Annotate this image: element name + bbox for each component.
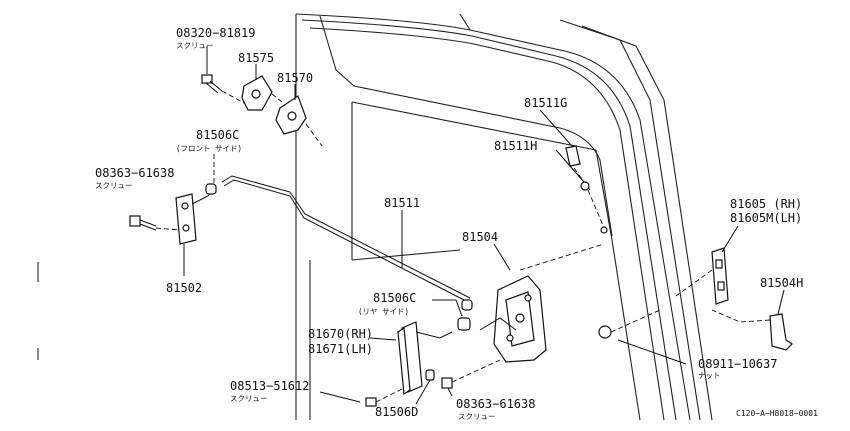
label-08363-bottom: 08363−61638 <box>456 397 535 411</box>
label-08363-top: 08363−61638 <box>95 166 174 180</box>
part-81575 <box>241 75 283 111</box>
label-08911: 08911−10637 <box>698 357 777 371</box>
label-08363-bottom-sub: スクリュー <box>458 412 496 421</box>
label-81605-rh: 81605 (RH) <box>730 197 802 211</box>
door-latch-81504 <box>479 243 605 363</box>
label-08320-sub: スクリュー <box>176 41 214 50</box>
label-08911-sub: ナット <box>698 371 721 380</box>
label-08363-top-sub: スクリュー <box>95 181 133 190</box>
label-81575: 81575 <box>238 51 274 65</box>
label-81670: 81670(RH) <box>308 327 373 341</box>
clip-81506c-front <box>205 154 217 195</box>
part-81570 <box>275 95 323 147</box>
part-81504h <box>711 309 793 351</box>
control-rod-81511 <box>221 175 471 303</box>
diagram-code: C120−A−H8018−0001 <box>736 409 818 418</box>
label-81506c-rear: 81506C <box>373 291 416 305</box>
label-81504: 81504 <box>462 230 498 244</box>
part-81511g <box>565 145 591 191</box>
nut-08911 <box>598 309 661 339</box>
door-panel-outline <box>295 13 713 421</box>
label-81504h: 81504H <box>760 276 803 290</box>
outside-handle-81605 <box>675 247 729 305</box>
label-81506d: 81506D <box>375 405 418 419</box>
screw-08363-bottom <box>441 359 501 389</box>
label-81506c-rear-sub: (リヤ サイド) <box>358 307 409 316</box>
label-81506c-front-sub: (フロント サイド) <box>176 144 242 153</box>
label-08513-sub: スクリュー <box>230 394 268 403</box>
label-81511: 81511 <box>384 196 420 210</box>
label-81671: 81671(LH) <box>308 342 373 356</box>
label-81605m-lh: 81605M(LH) <box>730 211 802 225</box>
label-81511h: 81511H <box>494 139 537 153</box>
part-81511h <box>580 181 608 234</box>
screw-08363-top <box>129 215 181 231</box>
label-81506c-front: 81506C <box>196 128 239 142</box>
clip-81506d <box>425 369 435 381</box>
screw-08320 <box>201 74 247 105</box>
screw-08513 <box>365 387 405 407</box>
label-81570: 81570 <box>277 71 313 85</box>
leader-lines <box>37 46 785 405</box>
bracket-81502 <box>175 187 215 245</box>
label-81502: 81502 <box>166 281 202 295</box>
label-81511g: 81511G <box>524 96 567 110</box>
inside-handle-81670 <box>397 321 453 396</box>
clip-81506c-rear <box>457 299 473 331</box>
label-08320: 08320−81819 <box>176 26 255 40</box>
label-08513: 08513−51612 <box>230 379 309 393</box>
